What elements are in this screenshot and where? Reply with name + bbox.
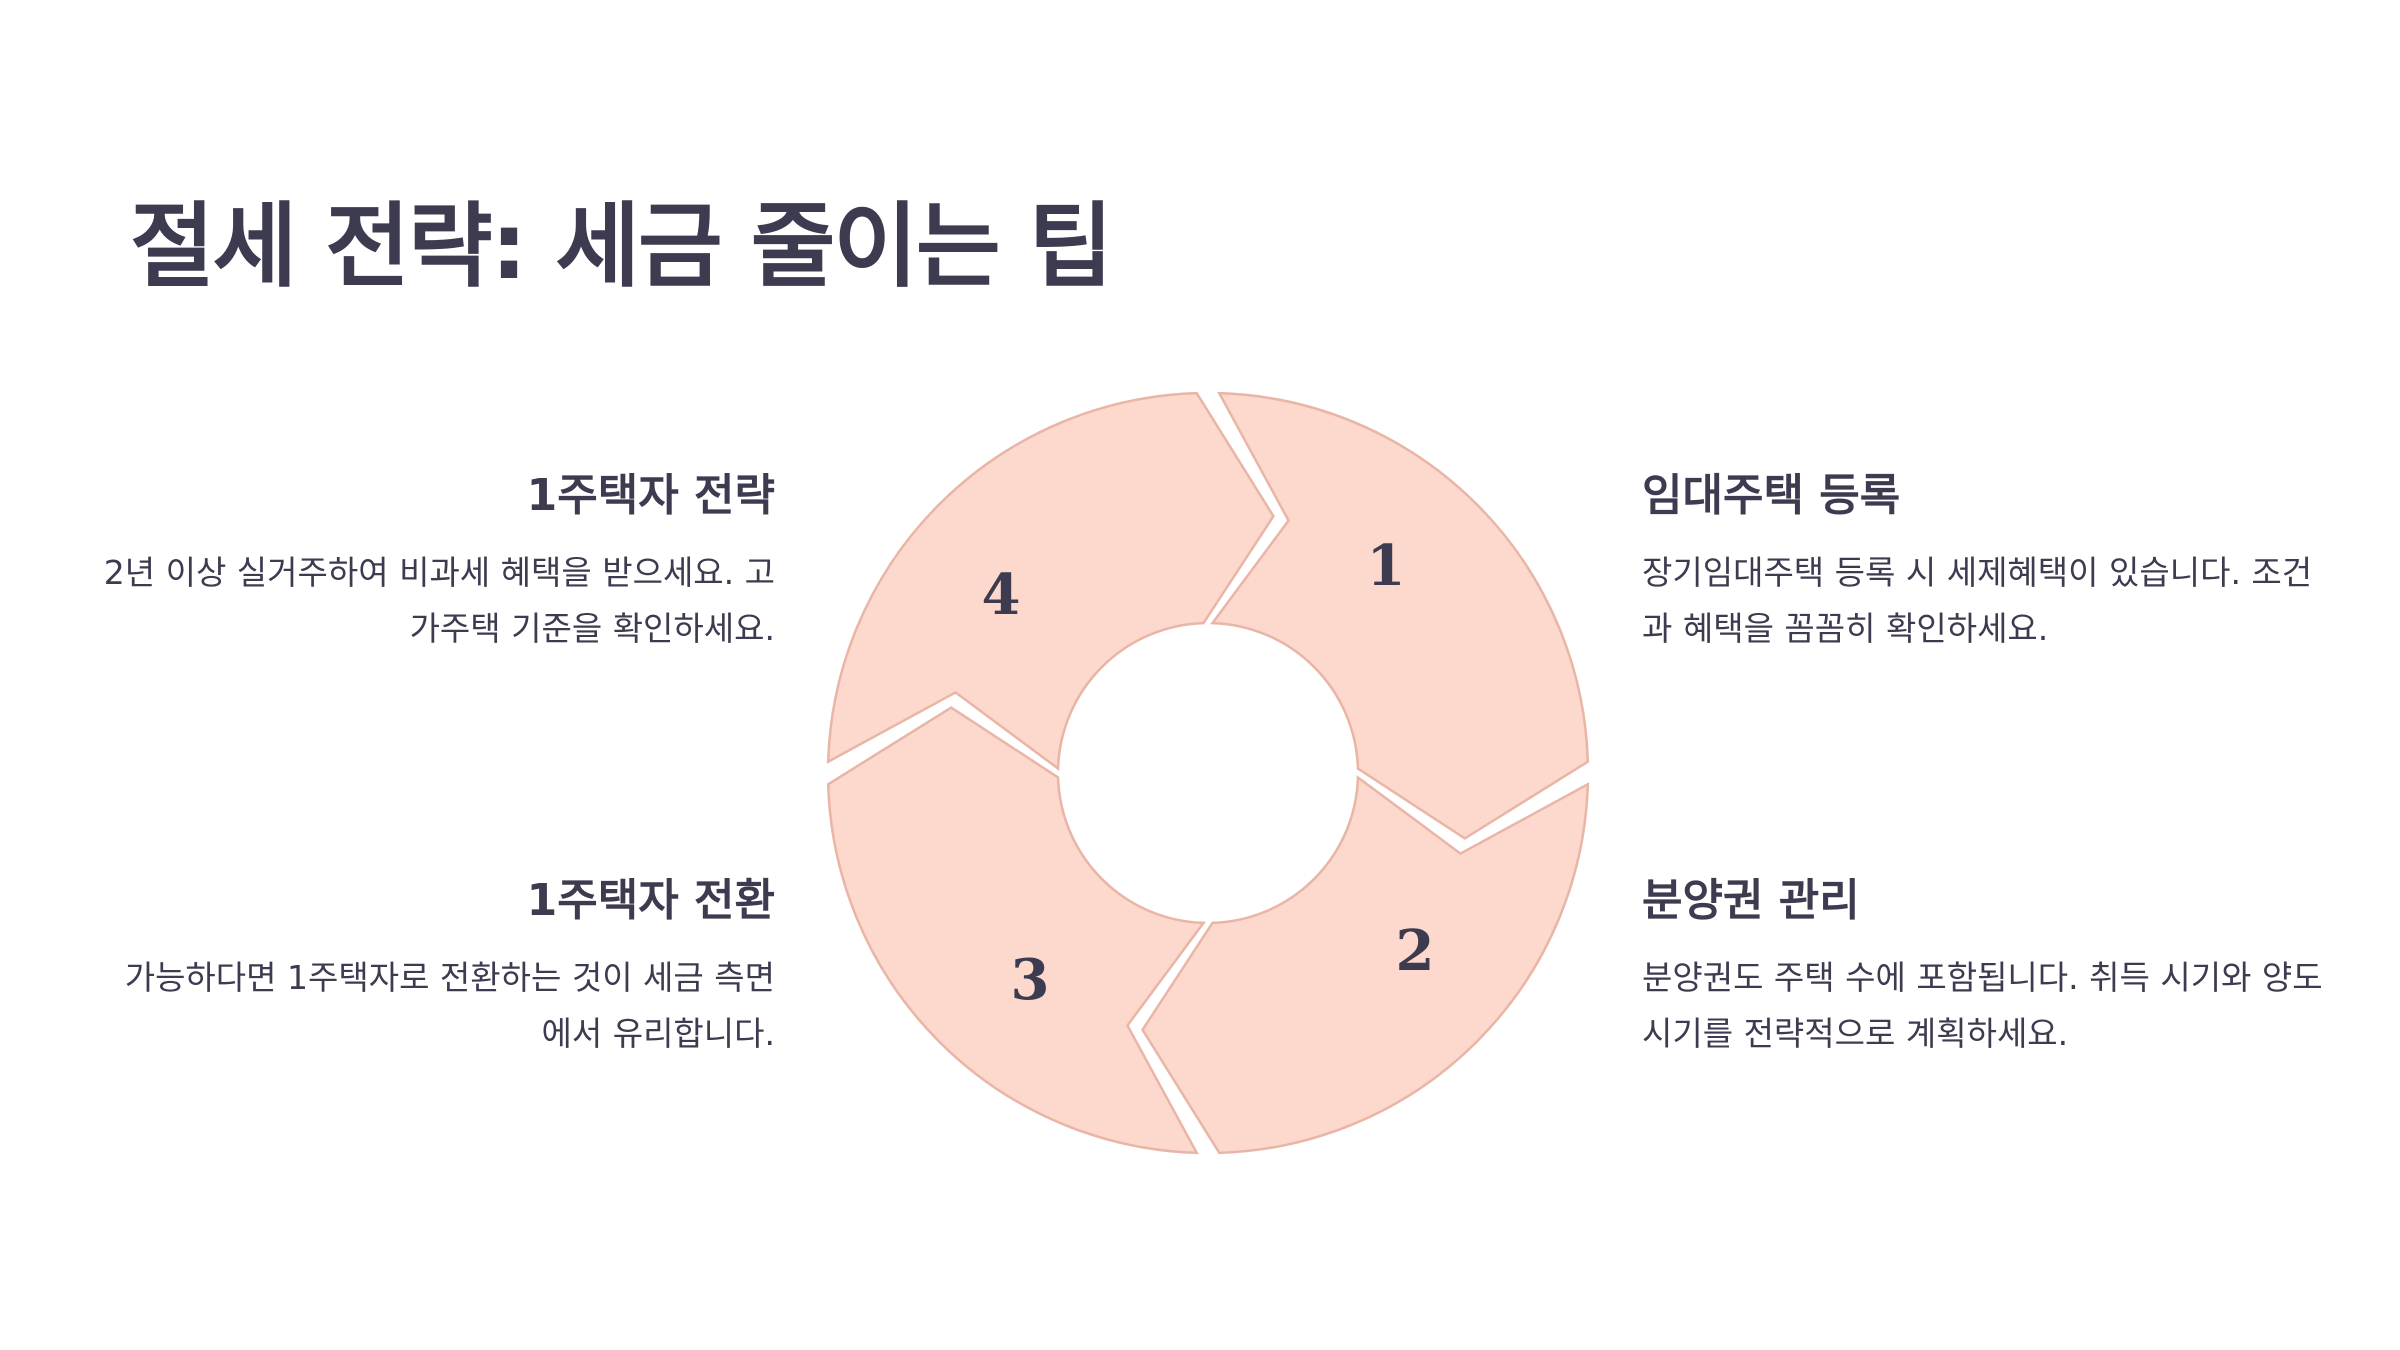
step-1-text: 1주택자 전략 2년 이상 실거주하여 비과세 혜택을 받으세요. 고가주택 기… bbox=[95, 470, 775, 657]
step-4-heading: 1주택자 전환 bbox=[526, 875, 775, 926]
step-4-body: 가능하다면 1주택자로 전환하는 것이 세금 측면에서 유리합니다. bbox=[124, 957, 775, 1053]
step-2-body: 장기임대주택 등록 시 세제혜택이 있습니다. 조건과 혜택을 꼼꼼히 확인하세… bbox=[1642, 552, 2313, 648]
step-2-heading: 임대주택 등록 bbox=[1642, 470, 1901, 521]
cycle-segment-1 bbox=[1210, 391, 1590, 840]
cycle-segment-2 bbox=[1141, 775, 1590, 1155]
cycle-segment-3 bbox=[826, 706, 1206, 1155]
step-1-body: 2년 이상 실거주하여 비과세 혜택을 받으세요. 고가주택 기준을 확인하세요… bbox=[103, 552, 775, 648]
step-3-body: 분양권도 주택 수에 포함됩니다. 취득 시기와 양도 시기를 전략적으로 계획… bbox=[1642, 957, 2323, 1053]
step-2-text: 임대주택 등록 장기임대주택 등록 시 세제혜택이 있습니다. 조건과 혜택을 … bbox=[1642, 470, 2342, 657]
cycle-number-4: 4 bbox=[982, 562, 1021, 628]
step-3-heading: 분양권 관리 bbox=[1642, 875, 1860, 926]
cycle-number-3: 3 bbox=[1011, 947, 1050, 1013]
cycle-number-2: 2 bbox=[1396, 918, 1435, 984]
cycle-segment-4 bbox=[826, 391, 1275, 771]
step-3-text: 분양권 관리 분양권도 주택 수에 포함됩니다. 취득 시기와 양도 시기를 전… bbox=[1642, 875, 2342, 1062]
cycle-number-1: 1 bbox=[1367, 533, 1406, 599]
page-title: 절세 전략: 세금 줄이는 팁 bbox=[130, 193, 1113, 300]
step-4-text: 1주택자 전환 가능하다면 1주택자로 전환하는 것이 세금 측면에서 유리합니… bbox=[95, 875, 775, 1062]
step-1-heading: 1주택자 전략 bbox=[526, 470, 775, 521]
